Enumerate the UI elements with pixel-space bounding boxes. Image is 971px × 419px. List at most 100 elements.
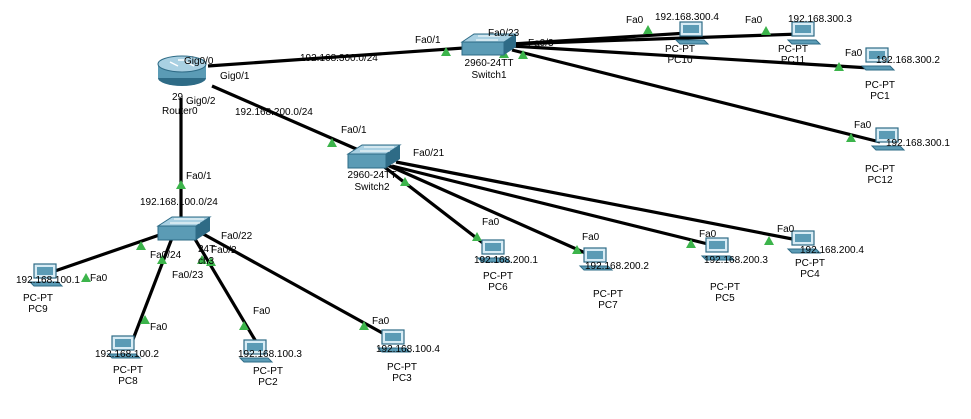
port-indicator [197, 255, 207, 264]
port-indicator [686, 239, 696, 248]
port-indicator [441, 47, 451, 56]
port-indicator [472, 232, 482, 241]
link-switch2-pc4[interactable] [395, 160, 809, 244]
switch3-port-fa023: Fa0/23 [172, 270, 204, 281]
pc3-icon[interactable] [376, 329, 412, 353]
pc10-ip-label: 192.168.300.4 [655, 12, 719, 23]
pc4-name-label: PC4 [800, 269, 820, 280]
pc2-name-label: PC2 [258, 377, 278, 388]
switch1-port-fa023: Fa0/23 [488, 28, 520, 39]
port-indicator [572, 245, 582, 254]
pc5-icon[interactable] [700, 237, 736, 261]
pc10-icon[interactable] [674, 21, 710, 45]
link-switch1-pc1[interactable] [511, 44, 871, 70]
pc8-ip-label: 192.168.100.2 [95, 349, 159, 360]
pc5-type-label: PC-PT [710, 282, 740, 293]
pc6-icon[interactable] [476, 239, 512, 263]
pc9-icon[interactable] [28, 263, 64, 287]
port-indicator [761, 26, 771, 35]
pc2-icon[interactable] [238, 339, 274, 363]
switch2-icon[interactable] [346, 144, 402, 169]
pc10-type-label: PC-PT [665, 44, 695, 55]
link-switch2-pc5[interactable] [391, 164, 717, 248]
pc4-ip-label: 192.168.200.4 [800, 245, 864, 256]
pc8-icon[interactable] [106, 335, 142, 359]
switch1-name: Switch1 [471, 70, 507, 81]
network-label-100: 192.168.100.0/24 [140, 197, 218, 208]
pc8-name-label: PC8 [118, 376, 138, 387]
port-indicators [81, 25, 856, 330]
router-model-label: 29 [172, 92, 184, 103]
pc1-ip-label: 192.168.300.2 [876, 55, 940, 66]
port-indicator [140, 315, 150, 324]
pc11-icon[interactable] [786, 21, 822, 45]
switch3-port-fa02: Fa0/2 [211, 245, 237, 256]
switch2-model: 2960-24TT [347, 170, 397, 181]
pc1-icon[interactable] [860, 47, 896, 71]
link-switch3-pc3[interactable] [195, 228, 396, 342]
port-indicator [157, 255, 167, 264]
pc4-port-label: Fa0 [777, 224, 795, 235]
network-label-200: 192.168.200.0/24 [235, 107, 313, 118]
switch3-port-fa01: Fa0/1 [186, 171, 212, 182]
pc12-icon[interactable] [870, 127, 906, 151]
pc6-type-label: PC-PT [483, 271, 513, 282]
pc-icons-layer [28, 21, 906, 363]
port-indicator [846, 133, 856, 142]
switch1-port-fa03: Fa0/3 [528, 38, 554, 49]
pc9-port-label: Fa0 [90, 273, 108, 284]
pc4-icon[interactable] [786, 230, 822, 254]
link-switch3-pc8[interactable] [130, 237, 174, 343]
link-switch3-pc9[interactable] [51, 230, 169, 274]
pc3-type-label: PC-PT [387, 362, 417, 373]
pc11-ip-label: 192.168.300.3 [788, 14, 852, 25]
port-indicator [834, 62, 844, 71]
pc2-type-label: PC-PT [253, 366, 283, 377]
pc5-port-label: Fa0 [699, 229, 717, 240]
pc11-port-label: Fa0 [745, 15, 763, 26]
port-indicator [81, 273, 91, 282]
link-switch2-pc6[interactable] [377, 160, 493, 252]
port-indicator [518, 50, 528, 59]
pc9-name-label: PC9 [28, 304, 48, 315]
port-indicator [239, 321, 249, 330]
router-port-gig02: Gig0/2 [186, 96, 216, 107]
link-router-switch2[interactable] [211, 84, 371, 157]
router-port-gig01: Gig0/1 [220, 71, 250, 82]
pc2-port-label: Fa0 [253, 306, 271, 317]
pc4-type-label: PC-PT [795, 258, 825, 269]
switch1-icon[interactable] [460, 33, 518, 56]
switch3-icon[interactable] [156, 216, 212, 241]
switch2-port-fa01: Fa0/1 [341, 125, 367, 136]
router-port-gig00: Gig0/0 [184, 56, 214, 67]
pc8-port-label: Fa0 [150, 322, 168, 333]
pc7-name-label: PC7 [598, 300, 618, 311]
pc11-type-label: PC-PT [778, 44, 808, 55]
pc10-port-label: Fa0 [626, 15, 644, 26]
switch3-port-fa024: Fa0/24 [150, 250, 182, 261]
port-indicator [176, 180, 186, 189]
pc9-ip-label: 192.168.100.1 [16, 275, 80, 286]
pc1-port-label: Fa0 [845, 48, 863, 59]
pc12-port-label: Fa0 [854, 120, 872, 131]
link-router-switch1[interactable] [207, 44, 493, 68]
pc3-name-label: PC3 [392, 373, 412, 384]
pc3-port-label: Fa0 [372, 316, 390, 327]
pc12-ip-label: 192.168.300.1 [886, 138, 950, 149]
router-icon[interactable] [157, 55, 207, 86]
pc7-icon[interactable] [578, 247, 614, 271]
pc7-ip-label: 192.168.200.2 [585, 261, 649, 272]
switch3-port-fa022: Fa0/22 [221, 231, 253, 242]
link-switch2-pc7[interactable] [384, 162, 593, 258]
switch1-port-fa01: Fa0/1 [415, 35, 441, 46]
link-switch1-pc11[interactable] [511, 32, 801, 46]
port-indicator [764, 236, 774, 245]
pc5-name-label: PC5 [715, 293, 735, 304]
pc6-name-label: PC6 [488, 282, 508, 293]
pc9-type-label: PC-PT [23, 293, 53, 304]
network-label-300: 192.168.300.0/24 [300, 53, 378, 64]
port-indicator [643, 25, 653, 34]
link-switch1-pc12[interactable] [511, 48, 881, 144]
port-indicator [327, 138, 337, 147]
